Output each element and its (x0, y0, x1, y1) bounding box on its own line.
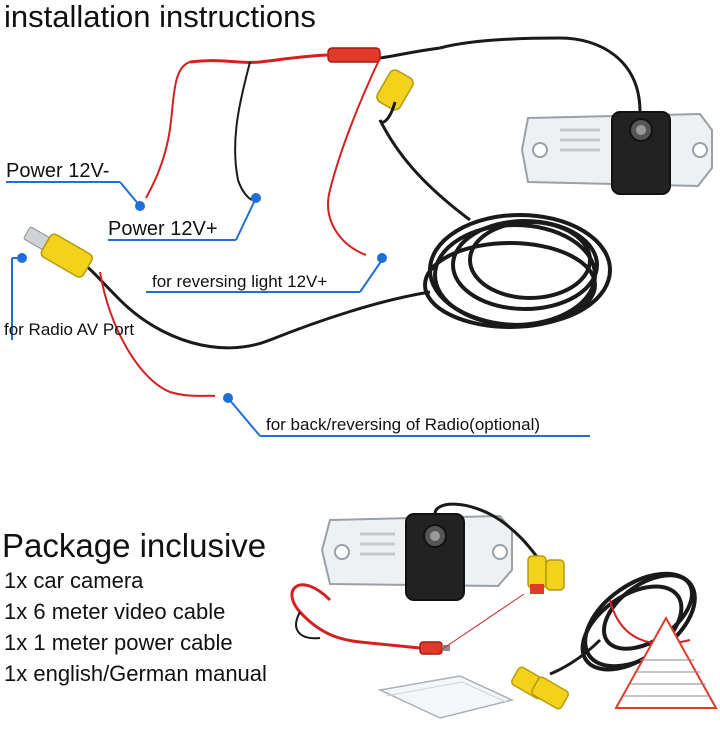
rca-pair-long (510, 666, 570, 710)
manual (377, 675, 515, 719)
video-cable-coil (378, 119, 612, 329)
certificate-card (614, 615, 718, 709)
rca-pair-short (527, 555, 565, 594)
package-item: 1x 6 meter video cable (4, 599, 226, 624)
camera-cable-top (439, 36, 642, 113)
callout-dots (17, 193, 387, 403)
camera-housing-top (520, 111, 713, 195)
package-item: 1x english/German manual (4, 661, 267, 686)
camera-housing-bottom (320, 513, 513, 601)
package-item: 1x 1 meter power cable (4, 630, 233, 655)
label-power-negative: Power 12V- (6, 160, 110, 182)
page-title: installation instructions (4, 0, 316, 34)
label-power-positive: Power 12V+ (108, 218, 218, 240)
rca-connector-top (376, 69, 414, 124)
rca-plug-left (23, 226, 93, 278)
label-radio-av-port: for Radio AV Port (4, 320, 135, 339)
red-link-line (437, 593, 525, 653)
power-cable-red (145, 47, 381, 256)
label-back-reversing: for back/reversing of Radio(optional) (266, 415, 541, 434)
video-cable-out (85, 264, 431, 350)
label-reversing-light: for reversing light 12V+ (152, 272, 328, 291)
reverse-wire-red (99, 271, 216, 397)
package-item: 1x car camera (4, 568, 144, 593)
callouts (6, 181, 590, 437)
power-cable-bottom (290, 583, 450, 655)
camera-cable-bottom (433, 502, 540, 559)
package-title: Package inclusive (2, 527, 267, 564)
